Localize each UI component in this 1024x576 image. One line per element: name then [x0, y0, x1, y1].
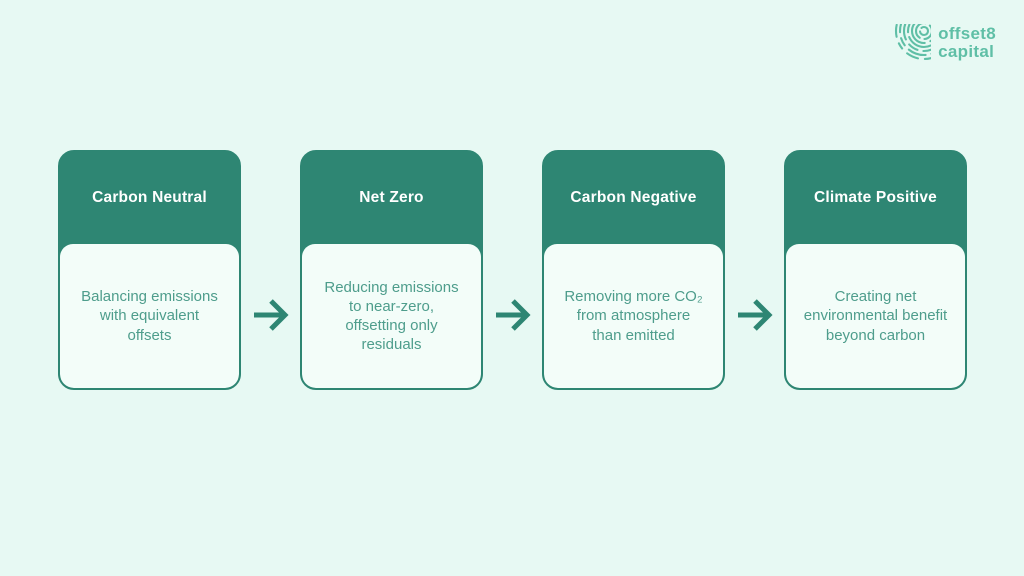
card-title: Climate Positive — [814, 189, 937, 206]
offset8-capital-logo: offset8 capital — [894, 24, 996, 61]
card-carbon-negative: Carbon Negative Removing more CO₂ from a… — [542, 150, 725, 390]
flow-arrow-2 — [483, 150, 542, 332]
logo-wordmark: offset8 capital — [938, 25, 996, 60]
card-title: Carbon Negative — [570, 189, 697, 206]
card-climate-positive: Climate Positive Creating net environmen… — [784, 150, 967, 390]
logo-line2: capital — [938, 41, 995, 61]
right-arrow-icon — [495, 299, 531, 331]
carbon-terminology-flow: Carbon Neutral Balancing emissions with … — [58, 150, 967, 390]
card-description: Reducing emissions to near-zero, offsett… — [302, 244, 481, 388]
card-description: Removing more CO₂ from atmosphere than e… — [544, 244, 723, 388]
card-title: Carbon Neutral — [92, 189, 207, 206]
card-carbon-neutral: Carbon Neutral Balancing emissions with … — [58, 150, 241, 390]
right-arrow-icon — [253, 299, 289, 331]
right-arrow-icon — [737, 299, 773, 331]
fingerprint-leaf-icon — [894, 24, 932, 61]
card-title: Net Zero — [359, 189, 424, 206]
flow-arrow-1 — [241, 150, 300, 332]
card-description: Creating net environmental benefit beyon… — [786, 244, 965, 388]
flow-arrow-3 — [725, 150, 784, 332]
card-net-zero: Net Zero Reducing emissions to near-zero… — [300, 150, 483, 390]
logo-line1: offset8 — [938, 24, 996, 44]
card-description: Balancing emissions with equivalent offs… — [60, 244, 239, 388]
